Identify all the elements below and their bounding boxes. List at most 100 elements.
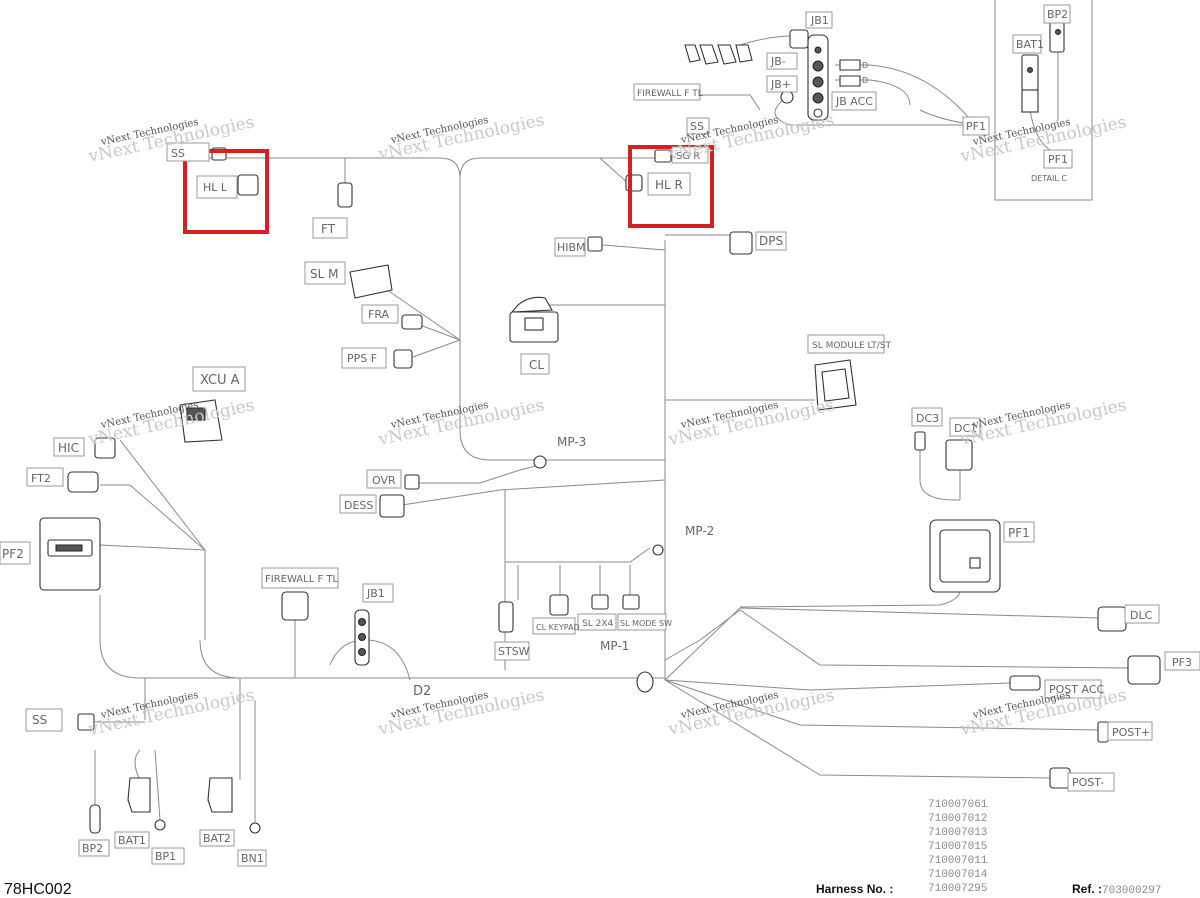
- dps-connector: [729, 231, 753, 255]
- label-dps: DPS: [759, 234, 783, 248]
- pps-f-connector: [393, 349, 413, 369]
- highlight-hl-r: [628, 145, 714, 228]
- detail-c-frame: [994, 0, 1093, 201]
- label-hic: HIC: [58, 441, 79, 455]
- mp3-splice: [533, 455, 547, 469]
- label-stsw: STSW: [498, 645, 530, 658]
- label-pf2: PF2: [2, 547, 24, 561]
- part-number: 710007061: [928, 799, 988, 811]
- label-jb-acc: JB ACC: [835, 95, 873, 108]
- mp1-splice: [636, 671, 654, 693]
- label-mp1: MP-1: [600, 639, 629, 653]
- label-d2: D2: [413, 684, 431, 699]
- label-pf1-detail: PF1: [1048, 153, 1068, 166]
- hibm-connector: [587, 236, 603, 252]
- battery-terminals-bottom: [89, 777, 261, 834]
- label-post-minus: POST-: [1072, 776, 1104, 789]
- sl-mode-sw-connector: [622, 594, 640, 610]
- part-number: 710007013: [928, 827, 987, 839]
- sl-2x4-connector: [591, 594, 609, 610]
- pf1-fuse-box: [929, 519, 1001, 593]
- harness-part-numbers: 710007061 710007012 710007013 710007015 …: [928, 799, 988, 895]
- post-plus-terminal: [1097, 721, 1109, 743]
- pf2-fuse-box: [39, 517, 101, 591]
- label-d2-small: D: [862, 76, 868, 85]
- label-dess: DESS: [344, 499, 373, 512]
- label-ss-left: SS: [171, 147, 185, 160]
- dess-connector: [379, 494, 405, 518]
- part-number: 710007295: [928, 883, 987, 895]
- label-firewall-mid: FIREWALL F TL: [265, 574, 339, 585]
- label-ft: FT: [321, 222, 336, 236]
- label-ss-bottom: SS: [32, 713, 47, 727]
- ref-label: Ref. :: [1072, 882, 1102, 896]
- label-hibm: HIBM: [557, 241, 586, 254]
- label-bat1-top: BAT1: [1016, 38, 1044, 51]
- label-hl-l: HL L: [203, 181, 228, 194]
- label-jb1-mid: JB1: [366, 587, 385, 600]
- cl-keypad-connector: [549, 594, 569, 616]
- label-mp2: MP-2: [685, 524, 714, 538]
- footer: 78HC002 Harness No. : Ref. : 703000297: [4, 881, 1161, 898]
- label-mp3: MP-3: [557, 435, 586, 449]
- post-acc-terminal: [1009, 675, 1041, 691]
- labels: JB1 BP2 BAT1 JB- D JB+ D JB ACC FIREWALL…: [2, 8, 1192, 865]
- xcu-a-connector: [179, 399, 223, 443]
- label-sl-mode-sw: SL MODE SW: [620, 619, 672, 628]
- part-number: 710007014: [928, 869, 988, 881]
- mp2-splice: [652, 544, 664, 556]
- wire-harness: [94, 35, 1131, 822]
- label-d1: D: [862, 61, 868, 70]
- label-ss-top: SS: [690, 120, 704, 133]
- ovr-connector: [404, 474, 420, 490]
- label-dlc: DLC: [1130, 609, 1153, 622]
- label-bp2-bottom: BP2: [82, 842, 103, 855]
- label-bat2-bottom: BAT2: [203, 832, 231, 845]
- dc1-connector: [945, 439, 973, 471]
- label-bp2-top: BP2: [1047, 8, 1068, 21]
- sl-m-connector: [349, 264, 393, 299]
- cl-connector: [509, 296, 559, 343]
- post-minus-terminal: [1049, 767, 1071, 789]
- detail-c-battery-terminals: [1021, 21, 1065, 113]
- label-fra: FRA: [368, 308, 390, 321]
- label-hl-r: HL R: [655, 178, 683, 192]
- ft-connector: [337, 182, 353, 208]
- hic-connector: [94, 437, 116, 459]
- label-sl-m: SL M: [310, 267, 338, 281]
- label-pps-f: PPS F: [347, 352, 377, 365]
- dc3-connector: [914, 431, 926, 451]
- label-pf1-top: PF1: [966, 120, 986, 133]
- highlight-hl-l: [183, 149, 269, 234]
- firewall-connector: [281, 591, 309, 621]
- label-bn1-bottom: BN1: [241, 852, 264, 865]
- ss-bottom-connector: [77, 713, 95, 731]
- label-jb-plus: JB+: [770, 78, 791, 91]
- label-post-plus: POST+: [1112, 726, 1150, 739]
- sl-module: [814, 359, 857, 411]
- label-bat1-bottom: BAT1: [118, 834, 146, 847]
- components: [39, 21, 1161, 834]
- pf3-connector: [1127, 655, 1161, 685]
- label-firewall-top: FIREWALL F TL: [637, 89, 703, 99]
- label-cl: CL: [529, 358, 544, 372]
- stsw-connector: [498, 601, 514, 633]
- label-xcu-a: XCU A: [200, 373, 240, 388]
- part-number: 710007011: [928, 855, 988, 867]
- label-sl-2x4: SL 2X4: [582, 619, 613, 629]
- fra-connector: [401, 314, 423, 330]
- harness-label: Harness No. :: [816, 882, 893, 896]
- part-number: 710007012: [928, 813, 987, 825]
- junction-block-top: [684, 29, 861, 121]
- label-post-acc: POST ACC: [1049, 683, 1105, 696]
- label-dc1: DC1: [954, 422, 977, 435]
- ft2-connector: [67, 471, 99, 493]
- junction-block-mid: [354, 609, 370, 666]
- label-dc3: DC3: [916, 412, 939, 425]
- label-jb1-top: JB1: [810, 14, 829, 27]
- label-boxes: [0, 4, 1200, 867]
- label-jb-minus: JB-: [770, 55, 786, 68]
- label-sg-r: SG R: [676, 151, 700, 162]
- label-sl-module: SL MODULE LT/ST: [812, 341, 892, 351]
